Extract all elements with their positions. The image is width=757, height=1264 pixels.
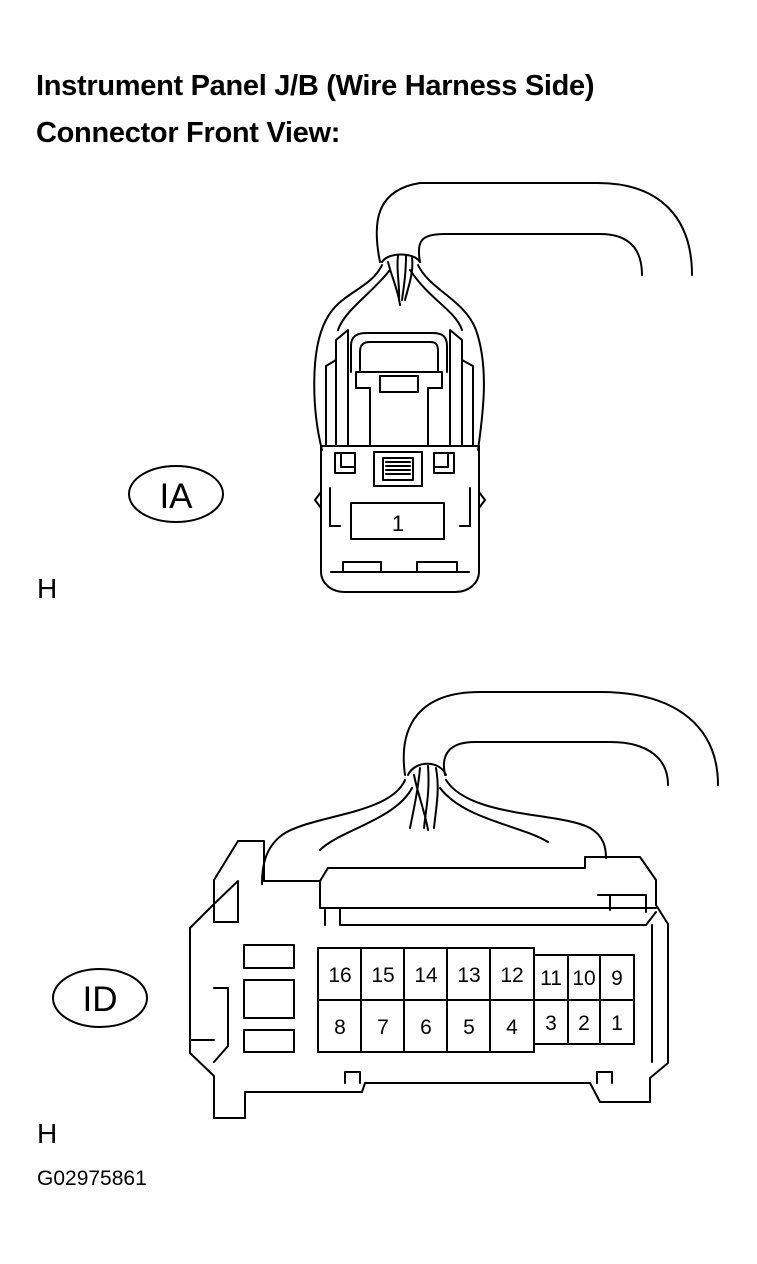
id-pin-3: 3 [545,1012,557,1035]
id-connector-body [189,840,669,1119]
diagram-title-line-1: Instrument Panel J/B (Wire Harness Side) [36,70,595,102]
id-wire-harness [261,691,719,885]
id-pin-12: 12 [500,964,523,987]
id-pin-4: 4 [506,1016,518,1039]
ia-connector-body [314,329,486,593]
id-pin-13: 13 [457,964,480,987]
figure-code: G02975861 [37,1167,147,1190]
id-pin-11: 11 [540,967,562,990]
ia-pin-1: 1 [392,511,404,536]
ia-connector-id-oval [128,465,224,523]
id-pin-6: 6 [420,1016,432,1039]
id-pin-10: 10 [572,967,595,990]
id-pin-16: 16 [328,964,351,987]
ia-wire-harness [313,182,693,451]
diagram-title-line-2: Connector Front View: [36,117,341,149]
id-pin-15: 15 [371,964,394,987]
id-pin-2: 2 [578,1012,590,1035]
id-connector-id: ID [83,980,118,1019]
id-pin-8: 8 [334,1016,346,1039]
id-view-label: H [37,1118,58,1149]
ia-view-label: H [37,573,58,604]
id-pin-5: 5 [463,1016,475,1039]
id-pin-1: 1 [611,1012,623,1035]
id-pin-9: 9 [611,967,623,990]
id-pin-grid [317,947,635,1053]
ia-connector-id: IA [159,477,193,516]
id-pin-14: 14 [414,964,438,987]
id-connector-id-oval [52,968,148,1028]
id-pin-7: 7 [377,1016,389,1039]
